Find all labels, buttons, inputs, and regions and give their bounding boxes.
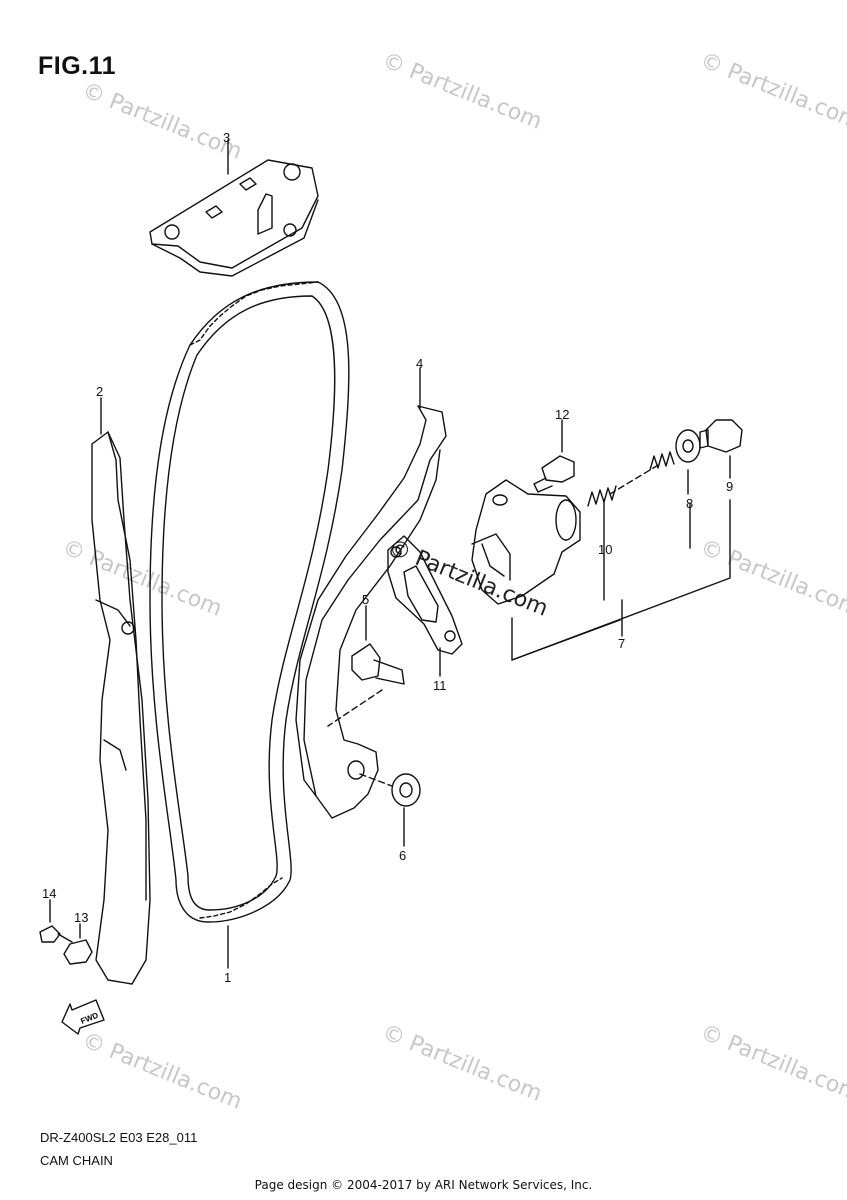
fwd-arrow-icon <box>61 999 105 1035</box>
part-6-washer <box>359 773 421 847</box>
part-1-cam-chain <box>149 281 350 969</box>
callout-7: 7 <box>618 636 626 651</box>
part-10-spring <box>587 451 675 507</box>
part-12-bolt <box>533 419 575 493</box>
part-7-tensioner <box>471 479 731 661</box>
callout-13: 13 <box>74 910 89 925</box>
part-8-washer <box>675 429 701 495</box>
callout-5: 5 <box>362 592 370 607</box>
callout-9: 9 <box>726 479 734 494</box>
part-14-screw <box>39 899 73 943</box>
model-code: DR-Z400SL2 E03 E28_011 <box>40 1130 198 1145</box>
callout-10: 10 <box>598 542 613 557</box>
callout-4: 4 <box>416 356 424 371</box>
figure-name: CAM CHAIN <box>40 1153 113 1168</box>
callout-14: 14 <box>42 886 57 901</box>
callout-11: 11 <box>433 678 447 693</box>
callout-3: 3 <box>223 130 231 145</box>
part-5-bolt <box>327 605 405 727</box>
callout-6: 6 <box>399 848 407 863</box>
callout-2: 2 <box>96 384 104 399</box>
figure-title: FIG.11 <box>38 52 117 80</box>
part-2-chain-guide-left <box>91 397 151 985</box>
part-11-gasket <box>387 535 463 677</box>
part-4-tensioner-guide <box>295 367 447 819</box>
page-footer: Page design © 2004-2017 by ARI Network S… <box>254 1178 593 1192</box>
callout-8: 8 <box>686 496 694 511</box>
part-13-bracket <box>63 923 93 965</box>
part-9-plug-bolt <box>699 419 743 479</box>
callout-1: 1 <box>224 970 232 985</box>
callout-12: 12 <box>555 407 570 422</box>
part-3-chain-guide-top <box>149 139 319 277</box>
